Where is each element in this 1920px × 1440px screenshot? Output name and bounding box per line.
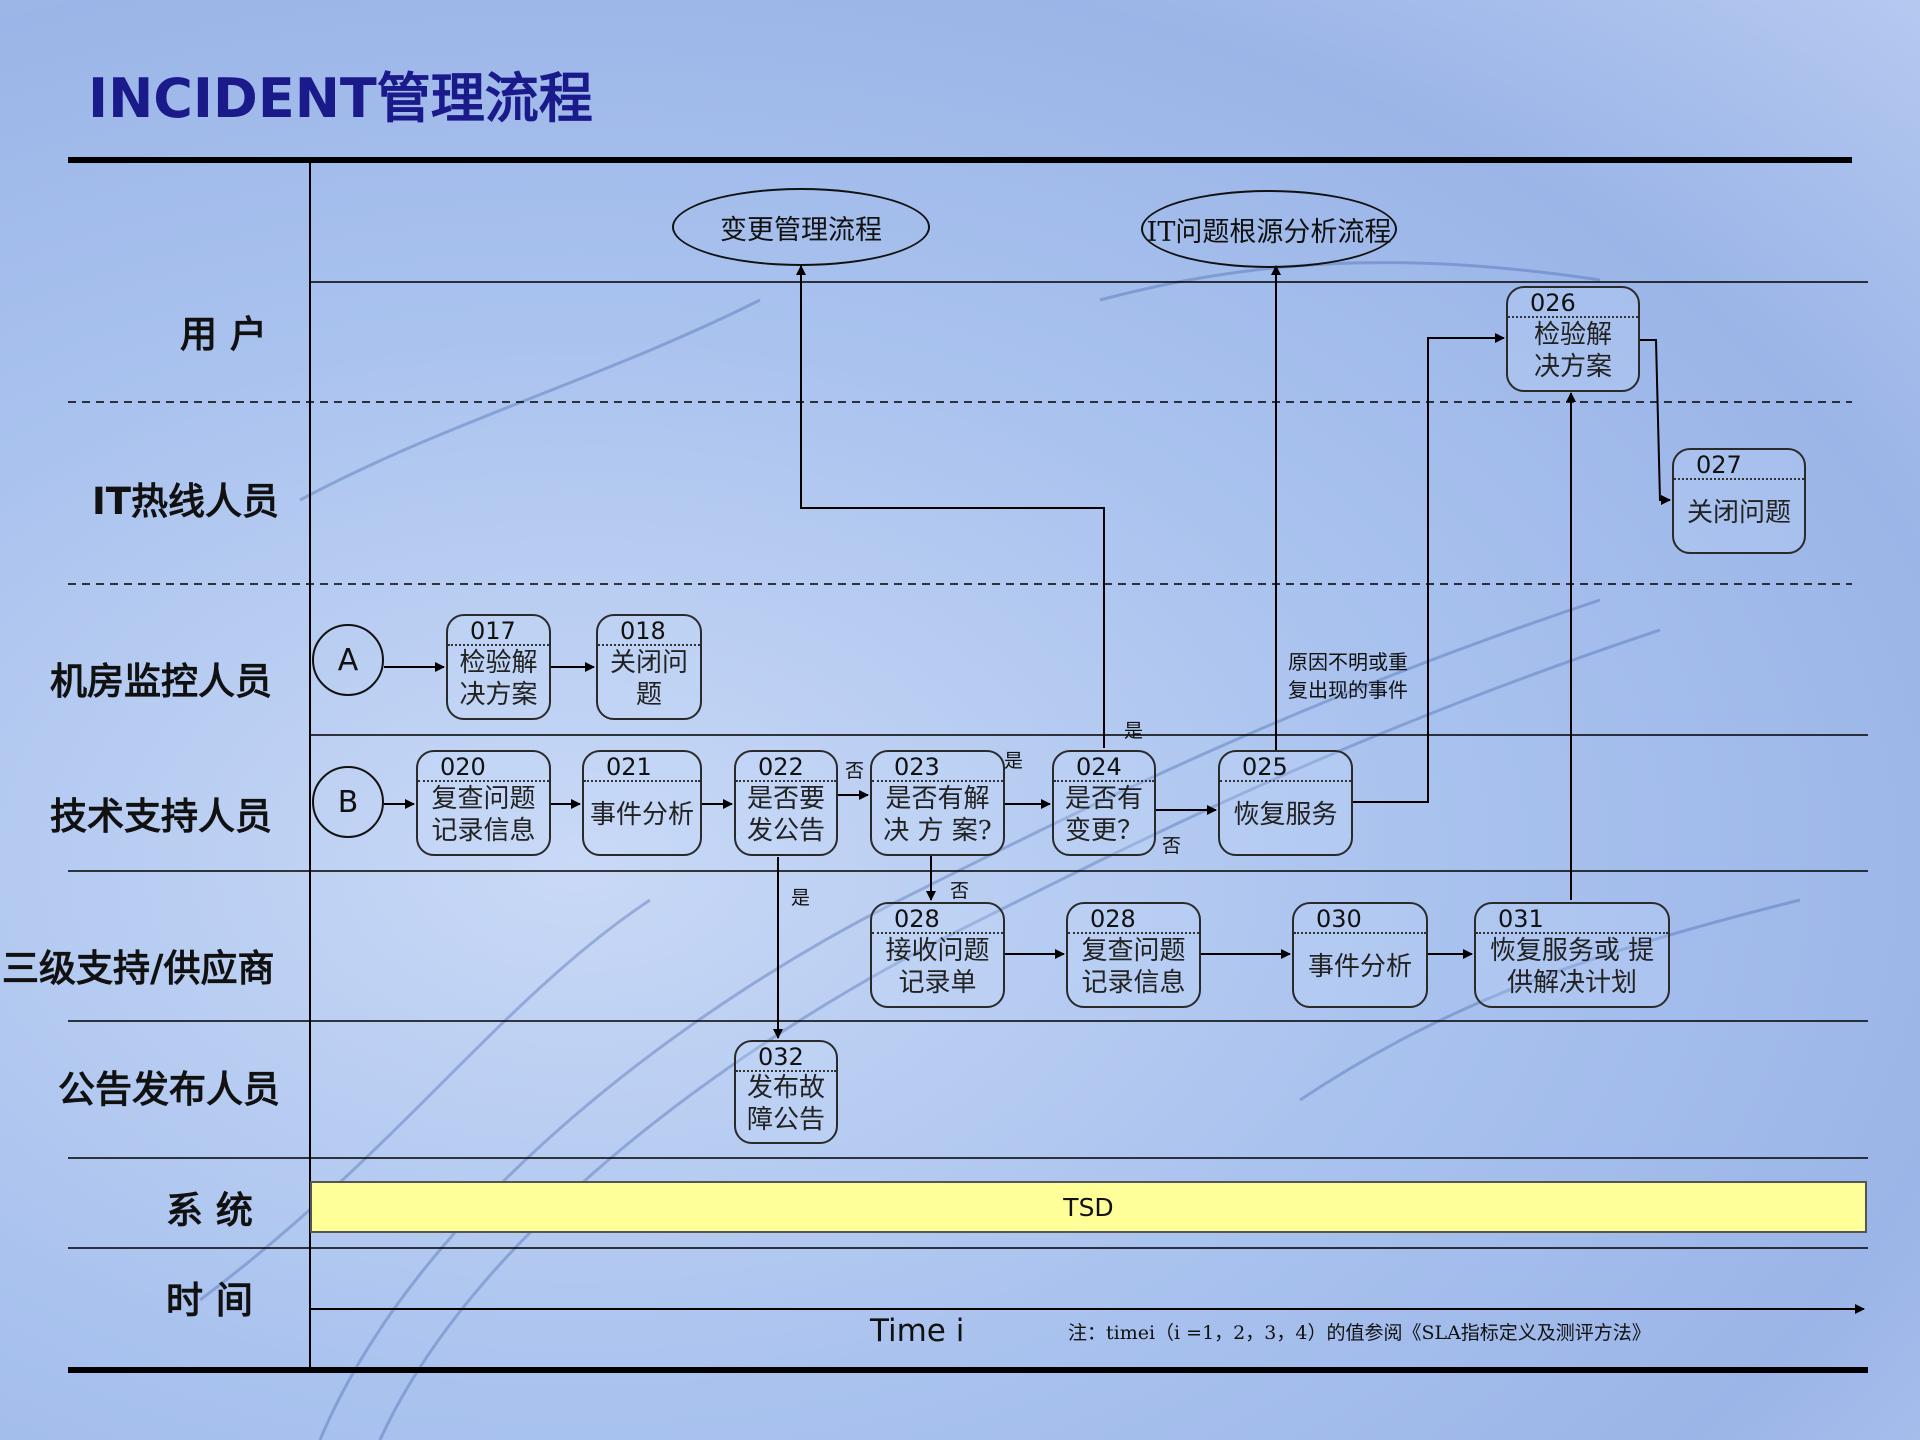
step-text: 是否要 发公告 <box>746 784 825 846</box>
lane-label-user: 用 户 <box>180 313 267 356</box>
step-031[interactable]: 031 恢复服务或 提 供解决计划 <box>1474 902 1670 1008</box>
step-number: 032 <box>736 1044 836 1072</box>
step-024[interactable]: 024 是否有 变更？ <box>1052 750 1156 856</box>
step-number: 022 <box>736 754 836 782</box>
step-number: 030 <box>1294 906 1426 934</box>
step-number: 028 <box>872 906 1003 934</box>
step-020[interactable]: 020 复查问题 记录信息 <box>416 750 551 856</box>
step-text: 恢复服务或 提 供解决计划 <box>1489 936 1655 998</box>
lane-label-third-level: 三级支持/供应商 <box>2 947 275 990</box>
step-text: 接收问题 记录单 <box>885 936 990 998</box>
step-number: 023 <box>872 754 1003 782</box>
step-018[interactable]: 018 关闭问题 <box>596 614 702 720</box>
step-text: 检验解 决方案 <box>459 648 538 710</box>
step-number: 025 <box>1220 754 1351 782</box>
connector-a[interactable]: A <box>312 624 384 696</box>
system-tsd-label: TSD <box>1063 1192 1114 1222</box>
edge-label-022-no: 否 <box>845 760 865 782</box>
lane-label-announcer: 公告发布人员 <box>58 1068 280 1111</box>
step-text: 是否有 变更？ <box>1064 784 1143 846</box>
step-text: 复查问题 记录信息 <box>1081 936 1186 998</box>
step-number: 028 <box>1068 906 1199 934</box>
lane-label-room-monitor: 机房监控人员 <box>50 660 272 703</box>
step-032[interactable]: 032 发布故 障公告 <box>734 1040 838 1144</box>
system-tsd-bar: TSD <box>310 1181 1867 1233</box>
step-text: 事件分析 <box>1307 952 1412 982</box>
step-030[interactable]: 030 事件分析 <box>1292 902 1428 1008</box>
step-number: 027 <box>1674 452 1804 480</box>
step-025[interactable]: 025 恢复服务 <box>1218 750 1353 856</box>
step-number: 018 <box>598 618 700 646</box>
step-number: 024 <box>1054 754 1154 782</box>
time-label: Time i <box>870 1313 965 1349</box>
edge-label-024-yes: 是 <box>1124 720 1144 742</box>
step-023[interactable]: 023 是否有解 决 方 案? <box>870 750 1005 856</box>
step-text: 发布故 障公告 <box>746 1073 825 1135</box>
page-title: INCIDENT管理流程 <box>88 67 593 130</box>
step-017[interactable]: 017 检验解 决方案 <box>446 614 551 720</box>
edge-label-023-no: 否 <box>950 880 970 902</box>
step-text: 复查问题 记录信息 <box>431 784 536 846</box>
step-text: 关闭问题 <box>1686 498 1791 528</box>
step-026[interactable]: 026 检验解 决方案 <box>1506 286 1640 392</box>
step-text: 检验解 决方案 <box>1533 320 1612 382</box>
step-number: 026 <box>1508 290 1638 318</box>
step-021[interactable]: 021 事件分析 <box>582 750 702 856</box>
step-text: 事件分析 <box>589 800 694 830</box>
step-number: 020 <box>418 754 549 782</box>
lane-label-time: 时 间 <box>166 1279 253 1322</box>
step-028-receive[interactable]: 028 接收问题 记录单 <box>870 902 1005 1008</box>
edge-label-023-yes: 是 <box>1004 750 1024 772</box>
step-022[interactable]: 022 是否要 发公告 <box>734 750 838 856</box>
footnote: 注：timei（i =1，2，3，4）的值参阅《SLA指标定义及测评方法》 <box>1068 1322 1651 1344</box>
step-text: 恢复服务 <box>1233 800 1338 830</box>
edge-label-022-yes: 是 <box>791 887 811 909</box>
lane-label-system: 系 统 <box>166 1189 253 1232</box>
step-027[interactable]: 027 关闭问题 <box>1672 448 1806 554</box>
step-number: 017 <box>448 618 549 646</box>
annotation-025: 原因不明或重 复出现的事件 <box>1288 650 1408 702</box>
lane-label-tech-support: 技术支持人员 <box>50 795 272 838</box>
edge-label-024-no: 否 <box>1162 835 1182 857</box>
lane-label-it-hotline: IT热线人员 <box>92 480 280 523</box>
step-number: 031 <box>1476 906 1668 934</box>
root-cause-analysis-process[interactable]: IT问题根源分析流程 <box>1141 190 1397 268</box>
connector-b[interactable]: B <box>312 766 384 838</box>
step-text: 是否有解 决 方 案? <box>883 784 992 846</box>
step-028-review[interactable]: 028 复查问题 记录信息 <box>1066 902 1201 1008</box>
step-text: 关闭问题 <box>609 648 688 710</box>
change-management-process[interactable]: 变更管理流程 <box>672 188 930 266</box>
step-number: 021 <box>584 754 700 782</box>
